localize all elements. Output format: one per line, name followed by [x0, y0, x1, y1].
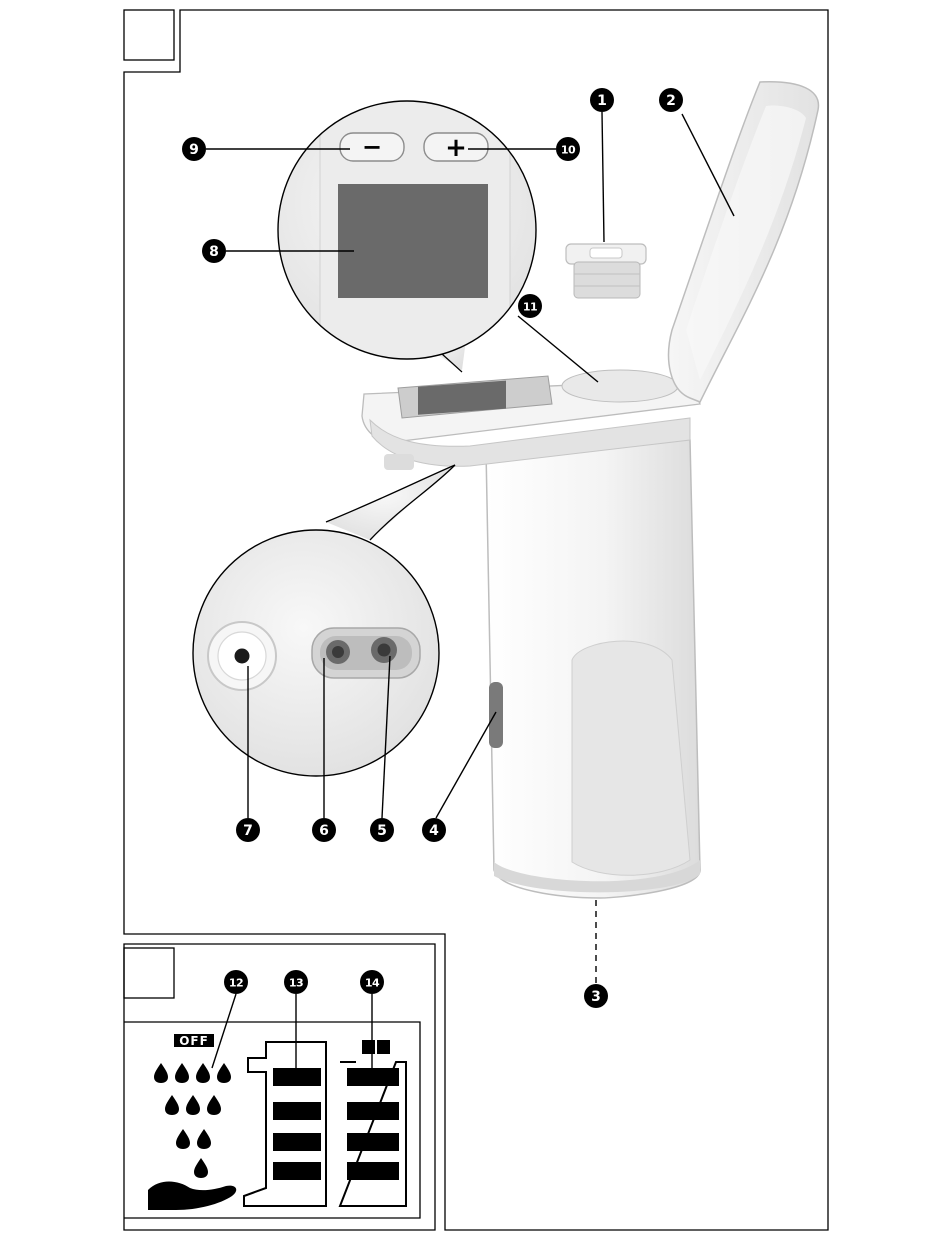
callout-7: 7 [236, 818, 260, 842]
svg-text:10: 10 [561, 144, 576, 157]
callout-9: 9 [182, 137, 206, 161]
svg-text:13: 13 [289, 977, 303, 990]
water-drop-icon [175, 1063, 189, 1083]
callout-10: 10 [556, 137, 580, 161]
water-drop-icon [186, 1095, 200, 1115]
water-drop-icon [207, 1095, 221, 1115]
filling-cap [566, 244, 646, 298]
lcd-display [338, 184, 488, 298]
callout-3: 3 [584, 984, 608, 1008]
hand-icon [148, 1182, 236, 1211]
off-label: OFF [179, 1034, 209, 1048]
svg-text:14: 14 [365, 977, 380, 990]
callout-6: 6 [312, 818, 336, 842]
display-zoom-circle: − + [270, 95, 550, 372]
dispenser-body [486, 436, 700, 898]
figure-b-box [124, 948, 174, 998]
figure-a-box [124, 10, 174, 60]
callout-12: 12 [224, 970, 248, 994]
callout-13: 13 [284, 970, 308, 994]
soap-level-indicator [244, 1042, 326, 1206]
plus-label: + [445, 133, 467, 163]
callout-1: 1 [590, 88, 614, 112]
svg-text:3: 3 [591, 989, 601, 1005]
sensor-window [489, 682, 503, 748]
svg-text:11: 11 [523, 301, 537, 314]
minus-label: − [362, 133, 382, 161]
battery-icon [340, 1040, 406, 1206]
nozzle [384, 454, 414, 470]
svg-text:8: 8 [209, 244, 219, 260]
water-drop-icon [217, 1063, 231, 1083]
dispenser-lid [669, 82, 819, 402]
water-drop-icon [196, 1063, 210, 1083]
svg-text:7: 7 [243, 823, 253, 839]
svg-text:9: 9 [189, 142, 199, 158]
sensor-zoom-circle [190, 465, 455, 778]
callout-4: 4 [422, 818, 446, 842]
svg-text:12: 12 [229, 977, 243, 990]
callout-8: 8 [202, 239, 226, 263]
svg-text:5: 5 [377, 823, 387, 839]
callout-2: 2 [659, 88, 683, 112]
water-drop-icon [197, 1129, 211, 1149]
dose-level-icons [154, 1063, 231, 1178]
water-drop-icon [165, 1095, 179, 1115]
callout-5: 5 [370, 818, 394, 842]
water-drop-icon [154, 1063, 168, 1083]
svg-text:6: 6 [319, 823, 329, 839]
callout-11: 11 [518, 294, 542, 318]
water-drop-icon [194, 1158, 208, 1178]
water-drop-icon [176, 1129, 190, 1149]
svg-text:2: 2 [666, 93, 676, 109]
display-icons-panel: OFF [124, 1022, 420, 1218]
svg-text:4: 4 [429, 823, 439, 839]
callout-14: 14 [360, 970, 384, 994]
svg-text:1: 1 [597, 93, 607, 109]
